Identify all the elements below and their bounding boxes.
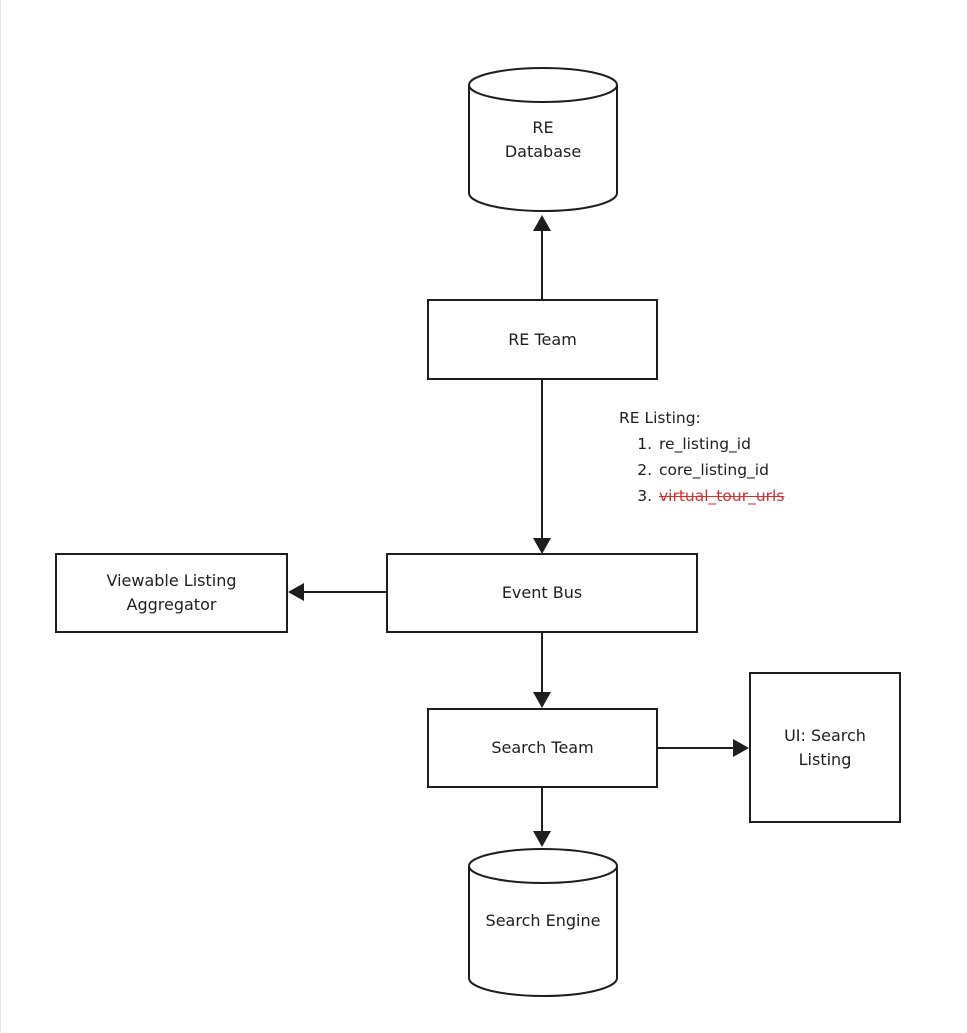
list-item: re_listing_id — [657, 431, 784, 457]
arrow-head-event-bus — [533, 538, 551, 554]
search-team-node: Search Team — [427, 708, 658, 788]
list-item: virtual_tour_urls — [657, 483, 784, 509]
search-engine-label: Search Engine — [485, 911, 601, 930]
re-listing-fields-list: re_listing_id core_listing_id virtual_to… — [619, 431, 784, 509]
event-bus-node: Event Bus — [386, 553, 698, 633]
field-virtual-tour-urls-removed: virtual_tour_urls — [659, 487, 785, 505]
arrow-head-aggregator — [288, 583, 304, 601]
search-engine-node: Search Engine — [468, 848, 618, 998]
arrow-head-search-engine — [533, 831, 551, 847]
re-listing-note: RE Listing: re_listing_id core_listing_i… — [619, 405, 784, 509]
arrow-head-re-database — [533, 215, 551, 231]
arrow-head-ui-search-listing — [733, 739, 749, 757]
re-listing-note-title: RE Listing: — [619, 409, 701, 427]
viewable-listing-aggregator-label: Viewable Listing Aggregator — [106, 571, 237, 614]
re-database-label: RE Database — [504, 118, 582, 161]
ui-search-listing-node: UI: Search Listing — [749, 672, 901, 823]
ui-search-listing-label: UI: Search Listing — [784, 725, 866, 769]
field-re-listing-id: re_listing_id — [659, 435, 751, 453]
event-bus-label: Event Bus — [501, 583, 583, 602]
re-database-node: RE Database — [468, 67, 618, 213]
field-core-listing-id: core_listing_id — [659, 461, 769, 479]
viewable-listing-aggregator-node: Viewable Listing Aggregator — [55, 553, 288, 633]
search-team-label: Search Team — [491, 738, 594, 757]
arrow-head-search-team — [533, 692, 551, 708]
list-item: core_listing_id — [657, 457, 784, 483]
re-team-label: RE Team — [508, 329, 577, 349]
re-team-node: RE Team — [427, 299, 658, 380]
